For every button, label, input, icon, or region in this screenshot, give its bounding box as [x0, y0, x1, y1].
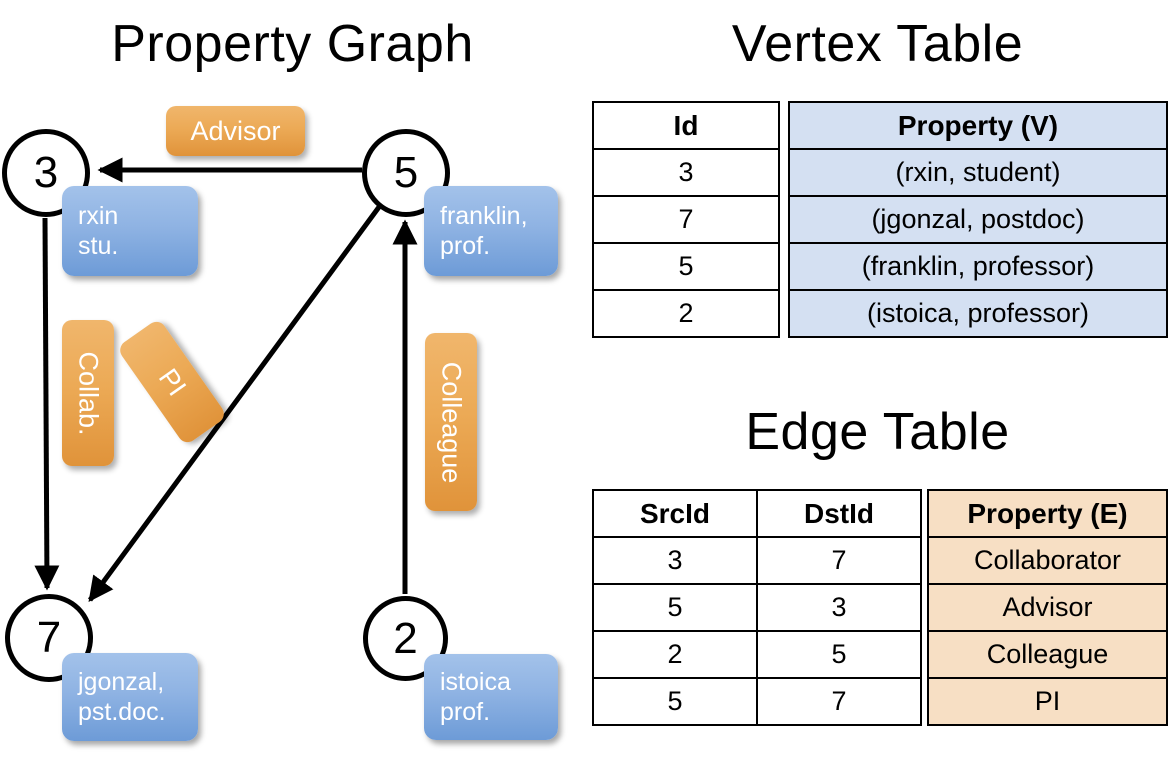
node-property-line2: prof. — [440, 232, 491, 260]
table-row: 5 3 — [592, 583, 922, 632]
edge-table-property-column: Property (E) Collaborator Advisor Collea… — [927, 489, 1168, 726]
table-row: 5 7 — [592, 677, 922, 726]
node-property-line1: rxin — [78, 201, 119, 230]
edge-cell-dstid: 5 — [756, 630, 922, 679]
property-graph-diagram: 3 5 7 2 rxin stu. franklin, prof. jgonza… — [2, 106, 558, 741]
edge-cell-property: Collaborator — [927, 536, 1168, 585]
edge-cell-dstid: 7 — [756, 536, 922, 585]
table-row: 5 — [592, 242, 780, 291]
edge-cell-srcid: 2 — [592, 630, 758, 679]
edge-table-id-columns: SrcId DstId 3 7 5 3 2 5 5 7 — [592, 489, 922, 726]
table-header-row: Property (V) — [788, 101, 1168, 150]
table-row: 3 — [592, 148, 780, 197]
edge-cell-property: Colleague — [927, 630, 1168, 679]
edge-header-property: Property (E) — [927, 489, 1168, 538]
edge-label-advisor: Advisor — [166, 106, 305, 156]
edge-cell-srcid: 3 — [592, 536, 758, 585]
page-title-property-graph: Property Graph — [111, 15, 474, 73]
page-title-edge-table: Edge Table — [745, 403, 1010, 461]
table-row: 2 — [592, 289, 780, 338]
vertex-cell-id: 3 — [592, 148, 780, 197]
node-property-line2: pst.doc. — [78, 698, 166, 726]
edge-cell-srcid: 5 — [592, 583, 758, 632]
edge-label-text: Collab. — [73, 350, 104, 436]
edge-cell-srcid: 5 — [592, 677, 758, 726]
node-property-line1: franklin, — [440, 201, 528, 230]
page-title-vertex-table: Vertex Table — [731, 15, 1024, 73]
vertex-cell-id: 5 — [592, 242, 780, 291]
edge-label-colleague: Colleague — [425, 333, 477, 511]
node-property-box-5: franklin, prof. — [424, 186, 558, 276]
vertex-cell-property: (istoica, professor) — [788, 289, 1168, 338]
table-row: Colleague — [927, 630, 1168, 679]
graph-edges-svg — [34, 157, 418, 603]
edge-cell-property: PI — [927, 677, 1168, 726]
table-row: 7 — [592, 195, 780, 244]
table-row: 2 5 — [592, 630, 922, 679]
edge-header-dstid: DstId — [756, 489, 922, 538]
graph-node-5[interactable]: 5 — [362, 129, 450, 217]
vertex-cell-property: (jgonzal, postdoc) — [788, 195, 1168, 244]
vertex-cell-property: (rxin, student) — [788, 148, 1168, 197]
table-row: 3 7 — [592, 536, 922, 585]
node-property-box-2: istoica prof. — [424, 654, 558, 740]
edge-3-to-7 — [34, 217, 60, 591]
vertex-header-property: Property (V) — [788, 101, 1168, 150]
edge-label-text: Colleague — [436, 361, 467, 483]
edge-label-text: PI — [152, 362, 193, 401]
table-row: (franklin, professor) — [788, 242, 1168, 291]
edge-5-to-7 — [87, 205, 382, 603]
table-row: (istoica, professor) — [788, 289, 1168, 338]
vertex-cell-id: 2 — [592, 289, 780, 338]
edge-header-srcid: SrcId — [592, 489, 758, 538]
table-row: (rxin, student) — [788, 148, 1168, 197]
vertex-header-id: Id — [592, 101, 780, 150]
node-property-line2: stu. — [78, 232, 119, 260]
vertex-table-property-column: Property (V) (rxin, student) (jgonzal, p… — [788, 101, 1168, 338]
vertex-table-id-column: Id 3 7 5 2 — [592, 101, 780, 338]
node-property-box-3: rxin stu. — [62, 186, 198, 276]
table-row: Advisor — [927, 583, 1168, 632]
vertex-cell-id: 7 — [592, 195, 780, 244]
node-property-line2: prof. — [440, 698, 491, 726]
table-header-row: Id — [592, 101, 780, 150]
edge-cell-property: Advisor — [927, 583, 1168, 632]
table-row: PI — [927, 677, 1168, 726]
table-header-row: SrcId DstId — [592, 489, 922, 538]
edge-cell-dstid: 7 — [756, 677, 922, 726]
graph-node-2[interactable]: 2 — [363, 596, 448, 681]
table-row: (jgonzal, postdoc) — [788, 195, 1168, 244]
edge-label-text: Advisor — [190, 115, 281, 146]
edge-cell-dstid: 3 — [756, 583, 922, 632]
node-property-line1: istoica — [440, 667, 511, 696]
node-property-line1: jgonzal, — [78, 667, 165, 696]
vertex-cell-property: (franklin, professor) — [788, 242, 1168, 291]
node-property-box-7: jgonzal, pst.doc. — [62, 653, 198, 741]
edge-label-collab: Collab. — [62, 320, 114, 466]
table-row: Collaborator — [927, 536, 1168, 585]
table-header-row: Property (E) — [927, 489, 1168, 538]
